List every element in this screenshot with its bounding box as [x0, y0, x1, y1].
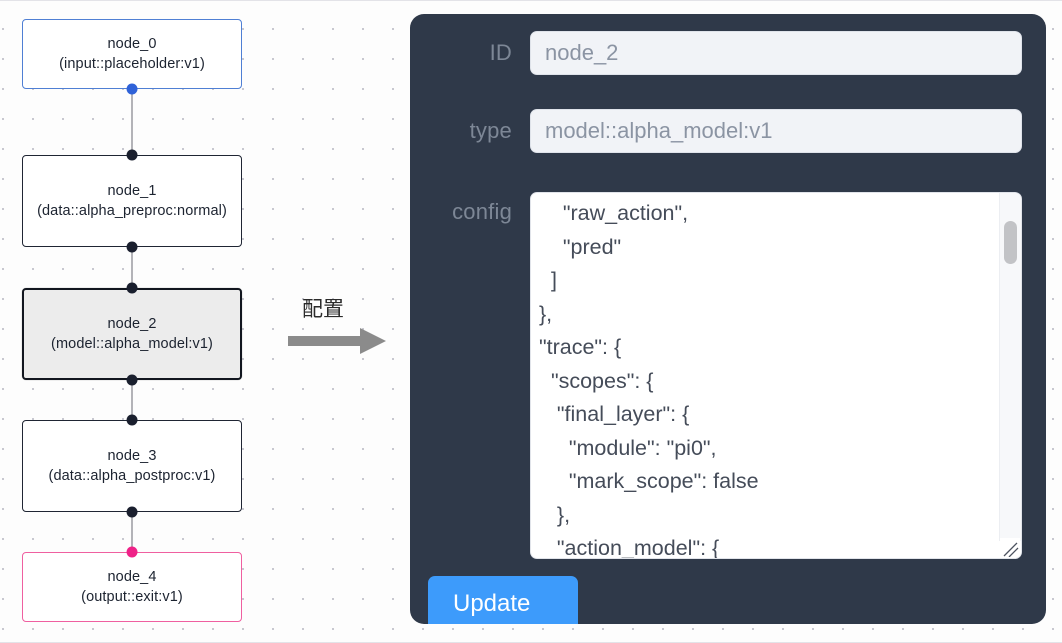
- graph-node-label: node_2(model::alpha_model:v1): [51, 316, 213, 352]
- config-textarea[interactable]: "raw_action", "pred" ] }, "trace": { "sc…: [539, 201, 759, 559]
- graph-node-label: node_0(input::placeholder:v1): [59, 36, 205, 72]
- graph-node-node_2[interactable]: node_2(model::alpha_model:v1): [22, 288, 242, 380]
- graph-node-node_4[interactable]: node_4(output::exit:v1): [22, 552, 242, 622]
- field-row-type: type model::alpha_model:v1: [410, 109, 1046, 153]
- edge-node0-node1: [131, 89, 133, 155]
- node-handle-target-node_4[interactable]: [126, 546, 138, 558]
- graph-node-node_1[interactable]: node_1(data::alpha_preproc:normal): [22, 155, 242, 247]
- config-scrollbar[interactable]: [999, 193, 1021, 541]
- graph-node-node_0[interactable]: node_0(input::placeholder:v1): [22, 19, 242, 89]
- node-handle-target-node_3[interactable]: [126, 414, 138, 426]
- config-scrollbar-thumb[interactable]: [1004, 221, 1017, 264]
- type-input[interactable]: model::alpha_model:v1: [530, 109, 1022, 153]
- node-handle-target-node_2[interactable]: [126, 282, 138, 294]
- id-field-label: ID: [489, 40, 512, 65]
- configure-annotation: 配置: [288, 296, 398, 356]
- node-handle-source-node_3[interactable]: [126, 506, 138, 518]
- resize-grip-icon[interactable]: [1000, 538, 1020, 557]
- annotation-label: 配置: [302, 297, 344, 321]
- graph-node-label: node_3(data::alpha_postproc:v1): [48, 448, 216, 484]
- graph-node-label: node_1(data::alpha_preproc:normal): [37, 183, 227, 219]
- config-textarea-wrapper[interactable]: "raw_action", "pred" ] }, "trace": { "sc…: [530, 192, 1022, 559]
- canvas-top-border: [0, 0, 1062, 1]
- config-field-label: config: [452, 199, 512, 224]
- node-handle-source-node_1[interactable]: [126, 241, 138, 253]
- node-handle-source-node_0[interactable]: [126, 83, 138, 95]
- edge-node3-node4: [131, 512, 133, 552]
- graph-node-node_3[interactable]: node_3(data::alpha_postproc:v1): [22, 420, 242, 512]
- arrow-right-icon: [288, 328, 386, 354]
- node-inspector-panel: ID node_2 type model::alpha_model:v1 con…: [410, 14, 1046, 624]
- node-handle-target-node_1[interactable]: [126, 149, 138, 161]
- graph-node-label: node_4(output::exit:v1): [81, 569, 183, 605]
- update-button[interactable]: Update: [428, 576, 578, 624]
- type-field-label: type: [469, 118, 512, 143]
- field-row-id: ID node_2: [410, 31, 1046, 75]
- field-row-config: config "raw_action", "pred" ] }, "trace"…: [410, 192, 1046, 559]
- edge-node2-node3: [131, 380, 133, 420]
- node-handle-source-node_2[interactable]: [126, 374, 138, 386]
- edge-node1-node2: [131, 247, 133, 288]
- id-input[interactable]: node_2: [530, 31, 1022, 75]
